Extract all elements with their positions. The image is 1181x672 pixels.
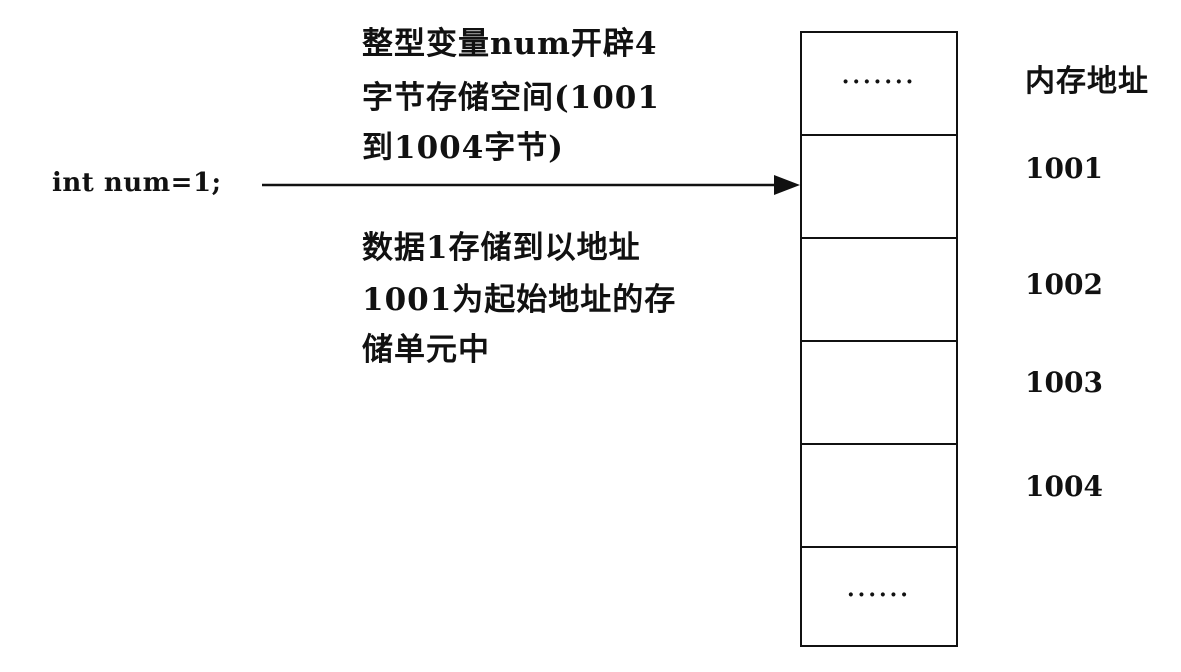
allocation-note-line-2: 字节存储空间(1001 (362, 80, 660, 116)
memory-cell-1004 (802, 445, 956, 548)
storage-note-line-2: 1001为起始地址的存 (362, 282, 677, 318)
allocation-note-line-1: 整型变量num开辟4 (362, 26, 658, 62)
bottom-ellipsis: ······ (847, 582, 911, 608)
memory-column: ······· ······ (800, 31, 958, 647)
memory-cell-bottom-ellipsis: ······ (802, 548, 956, 647)
memory-cell-top-ellipsis: ······· (802, 33, 956, 136)
address-header: 内存地址 (1025, 64, 1149, 99)
address-label-1004: 1004 (1025, 470, 1103, 503)
address-label-1002: 1002 (1025, 268, 1103, 301)
storage-note-line-1: 数据1存储到以地址 (362, 230, 641, 266)
top-ellipsis: ······· (841, 69, 917, 95)
address-label-1001: 1001 (1025, 152, 1103, 185)
memory-cell-1003 (802, 342, 956, 445)
address-label-1003: 1003 (1025, 366, 1103, 399)
allocation-note-line-3: 到1004字节) (362, 130, 564, 166)
memory-cell-1002 (802, 239, 956, 342)
code-statement: int num=1; (52, 168, 222, 198)
memory-cell-1001 (802, 136, 956, 239)
storage-note-line-3: 储单元中 (362, 332, 490, 368)
pointer-arrow-head (774, 175, 800, 195)
